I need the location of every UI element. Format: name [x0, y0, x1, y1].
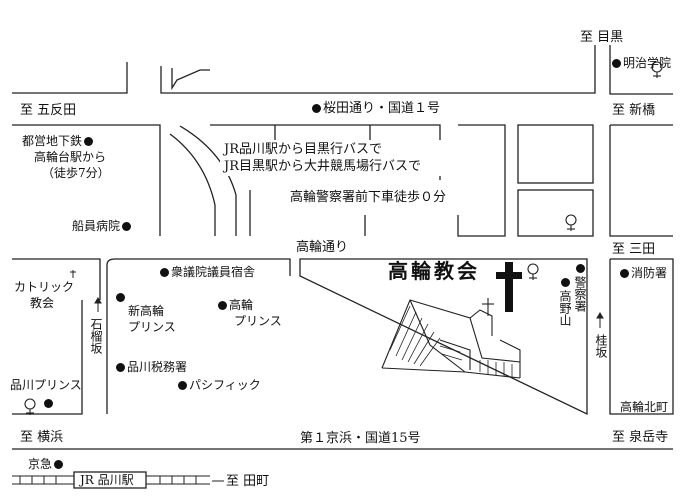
- landmark-meiji-gakuin: 明治学院: [610, 56, 671, 70]
- direction-shimbashi: 至 新橋: [612, 103, 656, 118]
- direction-mita: 至 三田: [612, 242, 656, 257]
- landmark-senpaku-hospital: 船員病院: [72, 219, 133, 233]
- landmark-dot-icon: [312, 104, 321, 113]
- bus-info-line1: JR品川駅から目黒行バスで: [224, 142, 382, 157]
- landmark-takanawa-prince-2: プリンス: [234, 314, 282, 328]
- landmark-dot-icon: [620, 269, 629, 278]
- road-katsurazaka: 桂坂: [594, 334, 608, 358]
- landmark-dot-icon: [160, 268, 169, 277]
- landmark-subway: 都営地下鉄: [22, 134, 95, 148]
- landmark-tax-office: 品川税務署: [114, 360, 187, 374]
- church-cross-icon: [496, 262, 522, 312]
- road-curve-junction-inner: [179, 125, 237, 236]
- landmark-pacific: パシフィック: [176, 378, 261, 392]
- landmark-dot-icon: [54, 460, 64, 469]
- block-right-lower: [517, 189, 594, 237]
- landmark-subway-station: 高輪台駅から: [34, 150, 107, 164]
- landmark-takanawa-prince: 高輪: [216, 298, 253, 312]
- landmark-new-takanawa: [114, 290, 127, 304]
- direction-sengakuji: 至 泉岳寺: [612, 430, 669, 445]
- landmark-catholic: カトリック: [14, 280, 75, 294]
- block-right-upper: [517, 124, 594, 184]
- landmark-dot-icon: [178, 381, 187, 390]
- bus-info-line3: 高輪警察署前下車徒歩０分: [290, 190, 447, 205]
- landmark-dot-icon: [116, 363, 125, 372]
- landmark-dot-icon: [218, 301, 227, 310]
- church-name: 高輪教会: [388, 259, 480, 283]
- slope-arrows: [70, 270, 604, 482]
- block-far-right-2: [609, 125, 673, 237]
- landmark-dot-icon: [44, 399, 53, 408]
- street-sakurada-bend: [171, 68, 210, 91]
- church-sketch: [381, 298, 521, 379]
- landmark-dot-icon: [561, 278, 570, 287]
- block-hotels: [106, 258, 588, 416]
- landmark-new-takanawa-1: 新高輪: [128, 304, 165, 318]
- landmark-dot-icon: [116, 293, 125, 302]
- landmark-keikyu: 京急: [28, 457, 65, 471]
- landmark-dot-icon: [612, 59, 621, 68]
- bus-info-line2: JR目黒駅から大井競馬場行バスで: [224, 159, 421, 174]
- block-center-4: [457, 124, 506, 237]
- landmark-dot-icon: [84, 137, 94, 146]
- landmark-catholic-2: 教会: [30, 296, 55, 310]
- landmark-dot-icon: [576, 264, 585, 273]
- street-left-lower: [12, 258, 101, 300]
- landmark-jr-shinagawa: JR 品川駅: [80, 473, 134, 487]
- landmark-police: 警察署: [573, 276, 587, 312]
- landmark-shinagawa-prince: 品川プリンス: [10, 378, 82, 392]
- post-office-symbols: [24, 61, 663, 415]
- street-meguro-left: [160, 45, 596, 94]
- block-left-middle: [12, 124, 161, 236]
- jr-station-box: [73, 471, 147, 489]
- road-takanawadori: 高輪通り: [296, 240, 349, 255]
- landmark-takanawa-kita: 高輪北町: [620, 400, 669, 414]
- street-meguro-right: [609, 45, 673, 95]
- landmark-dot-icon: [122, 222, 132, 231]
- landmark-new-takanawa-2: プリンス: [128, 320, 176, 334]
- landmark-subway-walk: （徒歩7分）: [42, 166, 110, 180]
- direction-yokohama: 至 横浜: [20, 430, 64, 445]
- direction-meguro: 至 目黒: [580, 30, 624, 45]
- road-sakuradadori: 桜田通り・国道１号: [310, 101, 440, 116]
- road-curve-junction: [169, 133, 216, 236]
- street-left-lower-2: [12, 300, 83, 415]
- direction-gotanda: 至 五反田: [20, 103, 77, 118]
- block-right-bottom: [609, 258, 674, 415]
- direction-tamachi: 至 田町: [226, 474, 270, 489]
- block-top-left: [12, 62, 128, 94]
- landmark-dormitory: 衆議院議員宿舎: [158, 265, 255, 279]
- landmark-fire-station: 消防署: [618, 266, 667, 280]
- road-keihin: 第１京浜・国道15号: [300, 431, 421, 446]
- road-ishizuezaka: 石榴坂: [89, 318, 103, 354]
- railway-ties: [19, 476, 197, 484]
- landmark-takanoyama: 高野山: [558, 290, 572, 326]
